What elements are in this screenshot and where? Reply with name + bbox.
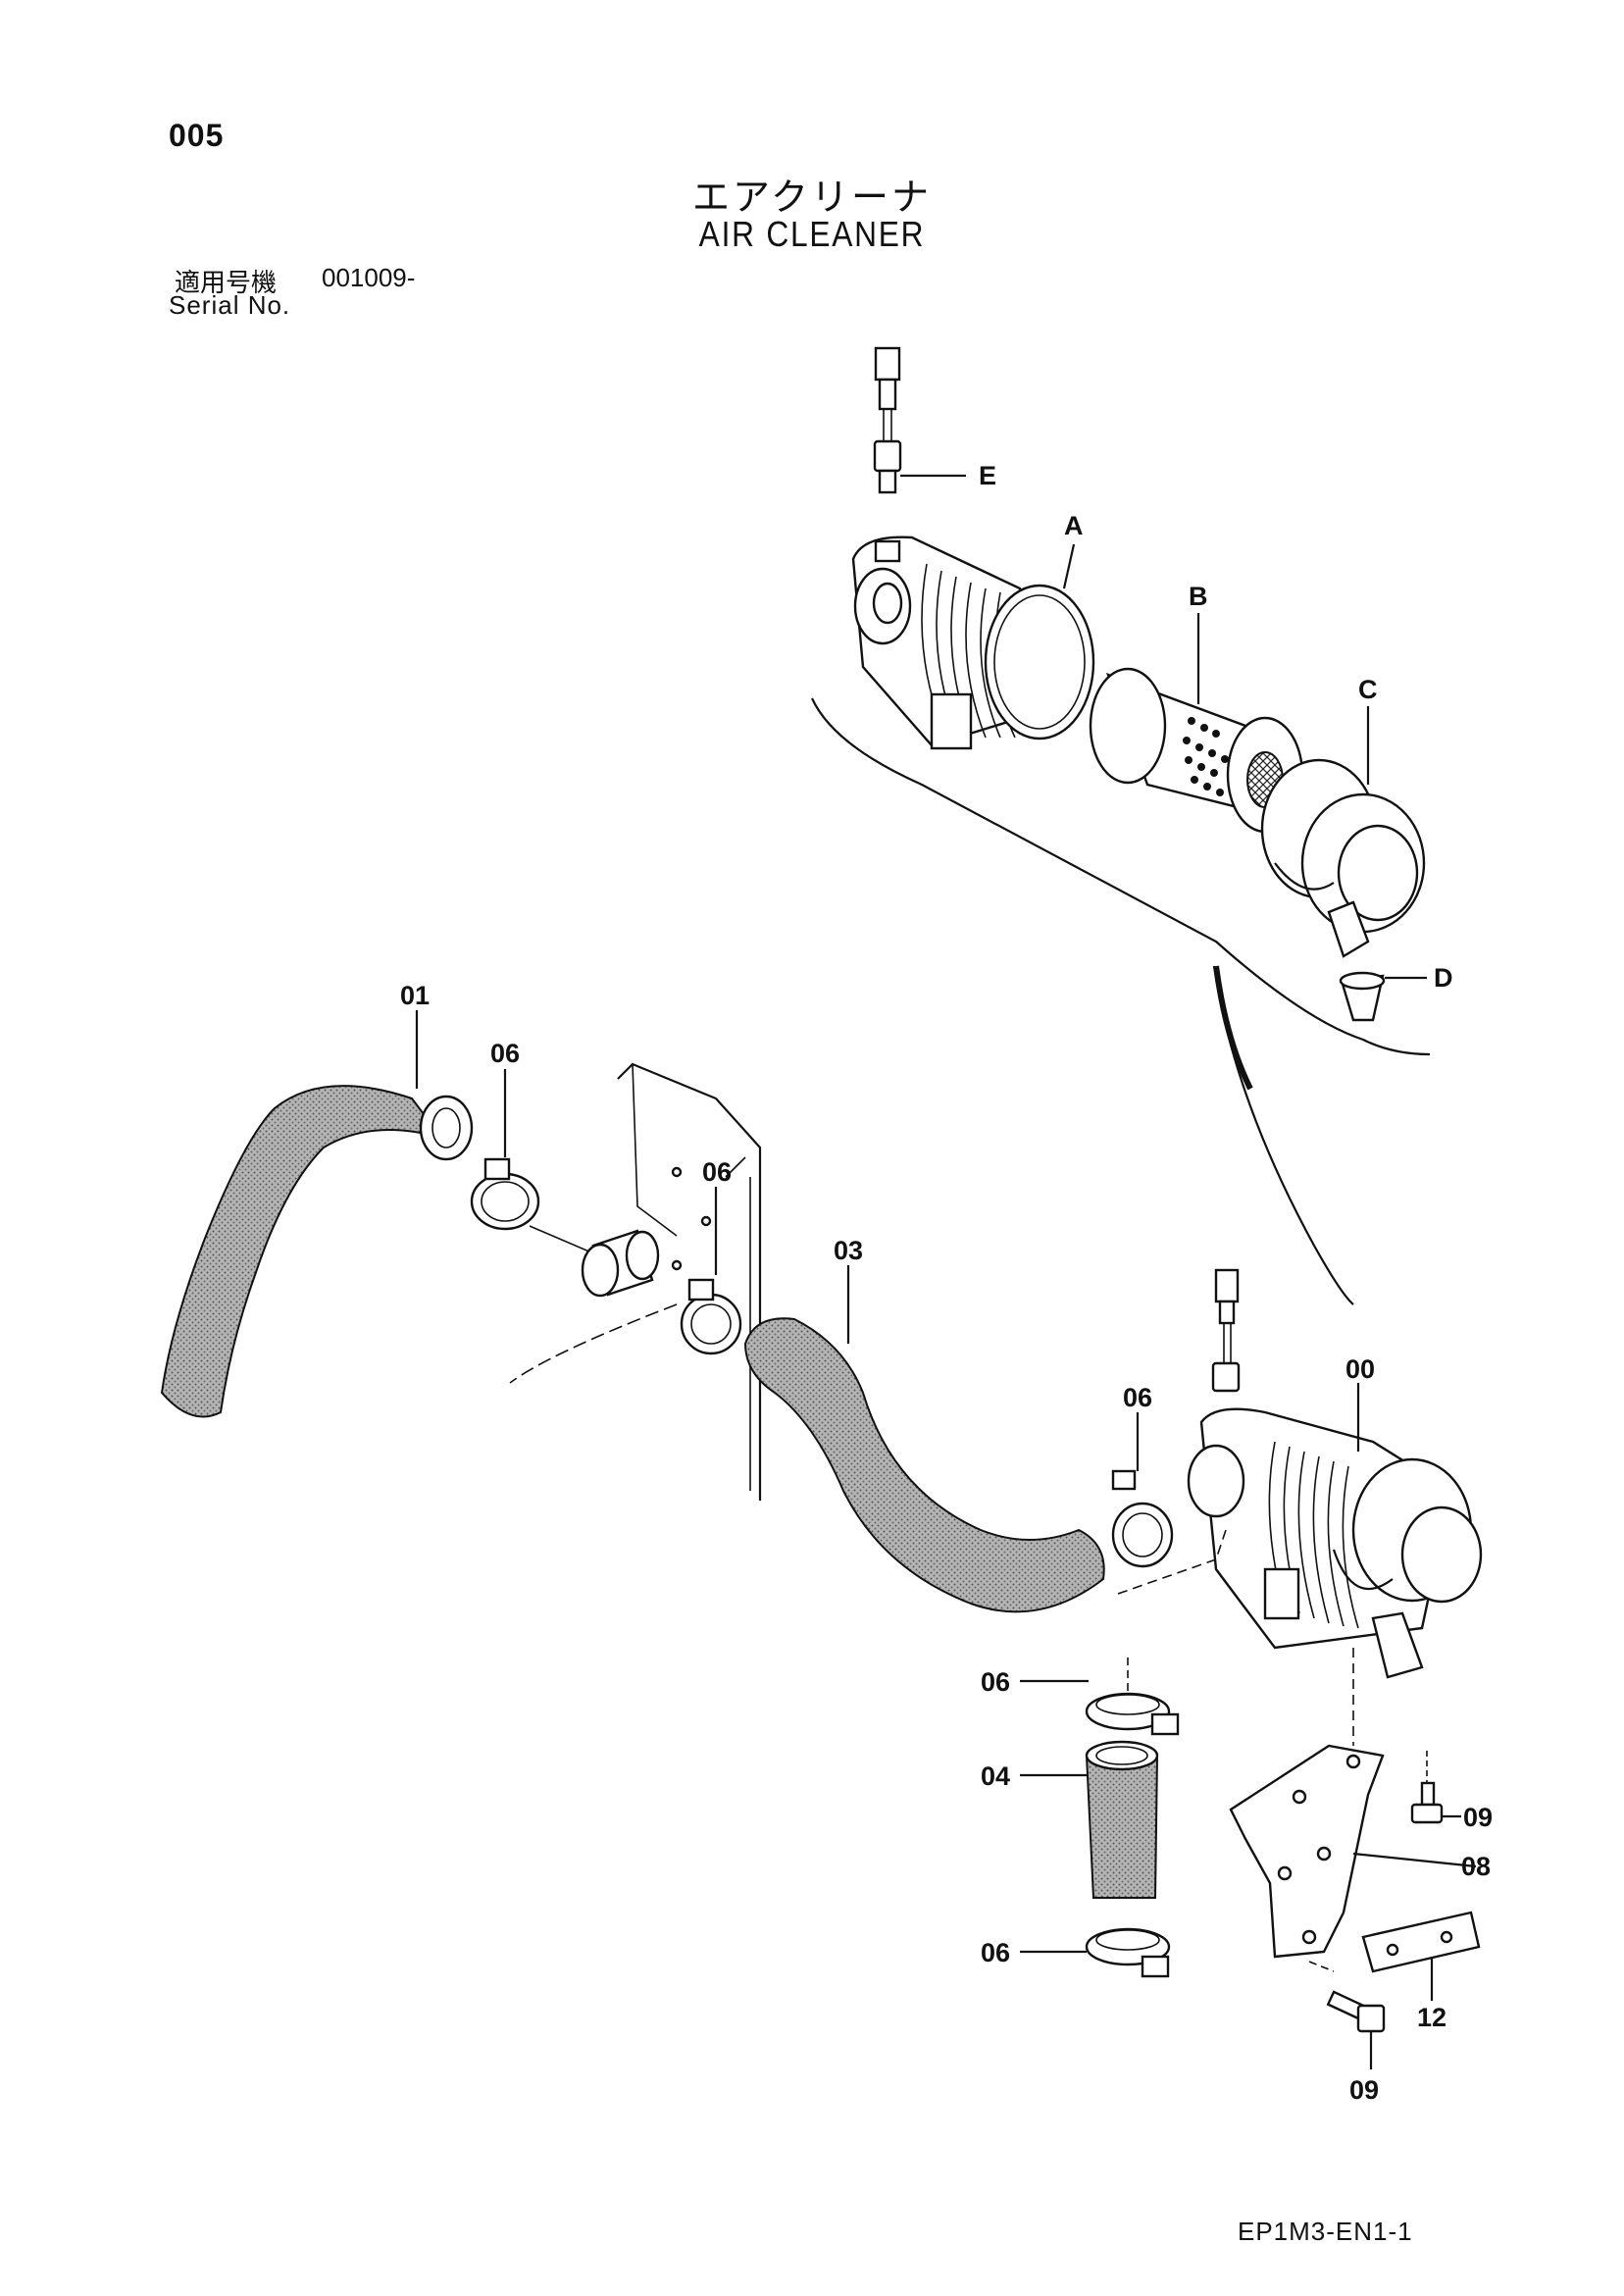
callout-09-b: 09 — [1349, 2075, 1379, 2105]
valve-d — [1339, 971, 1427, 1022]
serial-label-english: Serial No. — [169, 290, 291, 320]
callout-01: 01 — [400, 981, 430, 1010]
callout-06-a: 06 — [490, 1039, 520, 1068]
plate-12 — [1361, 1911, 1481, 2001]
title-japanese: エアクリーナ — [691, 176, 933, 219]
callout-06-c: 06 — [1123, 1383, 1152, 1412]
bolt-09-a — [1410, 1751, 1461, 1824]
callout-06-e: 06 — [981, 1938, 1010, 1967]
callout-e: E — [979, 461, 996, 490]
clamp-06-d — [1020, 1658, 1180, 1736]
page-number: 005 — [169, 118, 225, 153]
sensor-e — [873, 346, 966, 494]
callout-09-a: 09 — [1463, 1803, 1493, 1832]
callout-c: C — [1358, 675, 1378, 704]
callout-d: D — [1434, 963, 1453, 993]
callout-b: B — [1189, 582, 1208, 611]
detail-view-boundary — [811, 697, 1431, 1305]
clamp-06-b — [680, 1187, 742, 1355]
hose-01 — [160, 1010, 474, 1418]
callout-00: 00 — [1345, 1354, 1375, 1384]
callout-a: A — [1064, 511, 1084, 540]
hose-03 — [743, 1265, 1105, 1613]
clamp-06-c — [1111, 1412, 1174, 1568]
clamp-06-e — [1020, 1927, 1171, 1978]
callout-03: 03 — [834, 1236, 863, 1265]
clamp-06-a — [470, 1069, 540, 1231]
callout-06-b: 06 — [702, 1157, 732, 1187]
bolt-09-b — [1326, 1990, 1386, 2069]
callout-08: 08 — [1461, 1852, 1491, 1881]
cover-c — [1260, 706, 1426, 958]
serial-value: 001009- — [322, 263, 416, 292]
serial-label-japanese: 適用号機 — [175, 269, 278, 298]
callout-04: 04 — [981, 1761, 1010, 1791]
title-english: AIR CLEANER — [698, 214, 926, 254]
pipe-coupler — [581, 1229, 660, 1298]
air-cleaner-00 — [1117, 1268, 1483, 1746]
hose-04 — [1020, 1740, 1159, 1899]
callout-12: 12 — [1417, 2003, 1446, 2032]
bracket-08 — [1229, 1744, 1477, 1972]
document-code: EP1M3-EN1-1 — [1238, 2217, 1413, 2246]
callout-06-d: 06 — [981, 1667, 1010, 1697]
housing-a — [851, 536, 1095, 750]
